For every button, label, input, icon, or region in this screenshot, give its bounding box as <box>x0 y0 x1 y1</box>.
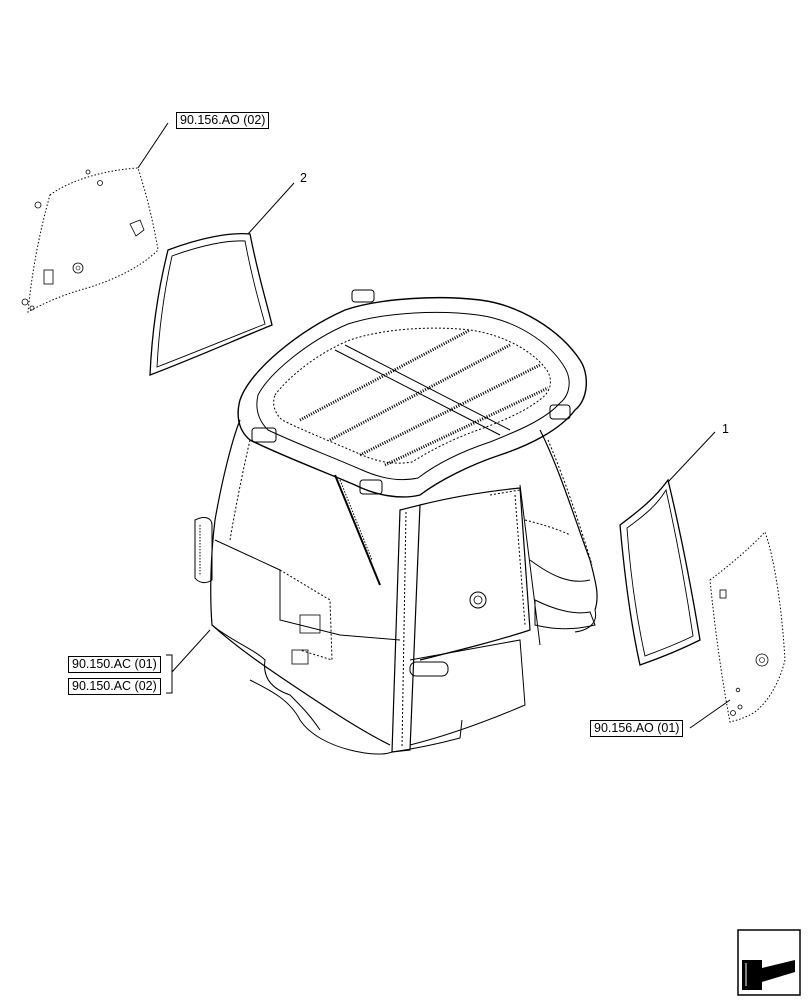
ref-label-cab-frame-2[interactable]: 90.150.AC (02) <box>68 678 161 695</box>
callout-number-1: 1 <box>722 422 729 436</box>
leader-line-rear-right <box>689 699 731 729</box>
leader-line-rear-left <box>137 122 169 169</box>
seal-item-2 <box>149 232 273 376</box>
right-rear-glass-panel <box>709 531 786 723</box>
leader-line-cab <box>171 629 211 673</box>
ref-bracket <box>166 654 173 694</box>
ref-label-rear-right-glass[interactable]: 90.156.AO (01) <box>590 720 684 737</box>
arrow-navigation-icon[interactable] <box>737 929 801 996</box>
callout-number-2: 2 <box>300 171 307 185</box>
ref-label-rear-left-glass[interactable]: 90.156.AO (02) <box>176 112 270 129</box>
seal-item-1 <box>619 478 701 666</box>
left-rear-glass-panel <box>21 167 159 313</box>
cab-body <box>194 289 598 755</box>
leader-line-1 <box>667 431 716 483</box>
leader-line-2 <box>247 182 295 235</box>
ref-label-cab-frame-1[interactable]: 90.150.AC (01) <box>68 656 161 673</box>
